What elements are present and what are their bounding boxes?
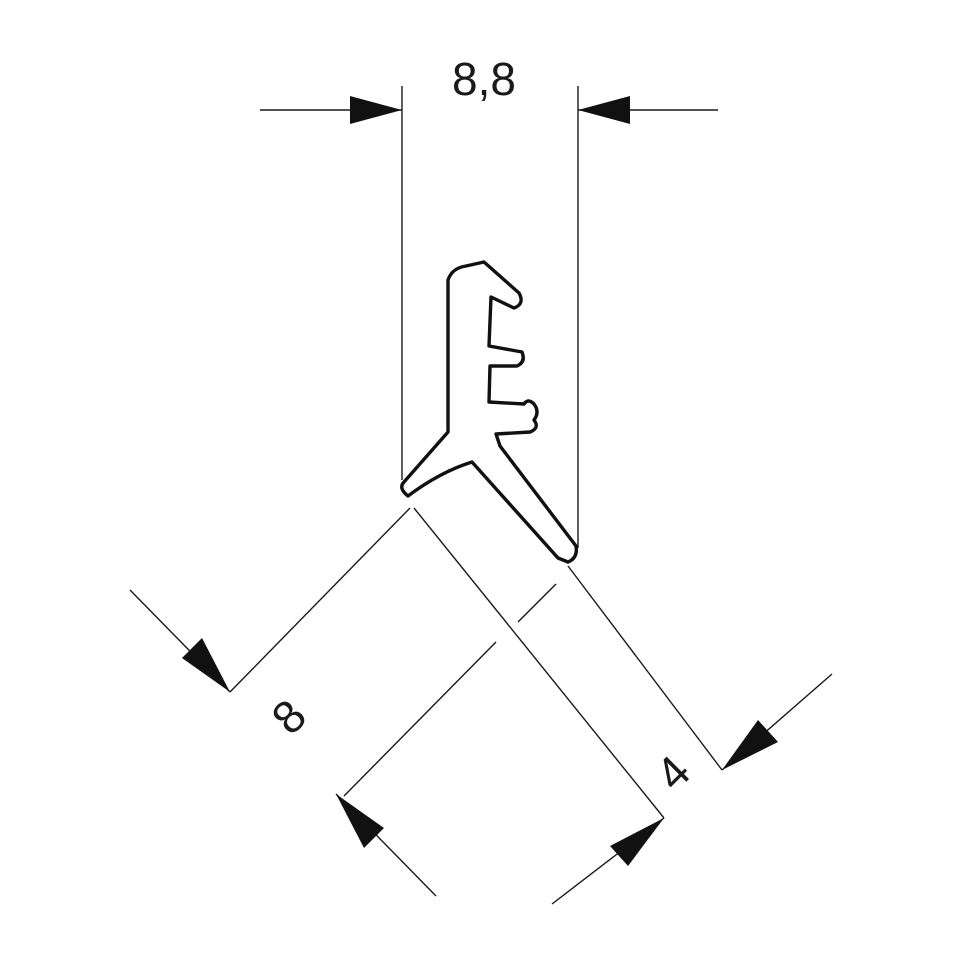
lip-extension-line-short: [517, 583, 557, 623]
lip-arrow-upper-icon: [722, 720, 778, 770]
lip-dimension: 4: [551, 673, 833, 905]
width-dimension-label: 8,8: [452, 53, 516, 105]
depth-extension-line-bottom: [343, 641, 497, 797]
width-dimension: 8,8: [260, 53, 718, 548]
width-arrow-right-icon: [578, 96, 630, 124]
lip-arrow-lower-icon: [610, 818, 664, 866]
lip-dimension-label: 4: [645, 745, 700, 800]
seal-profile: [400, 260, 579, 564]
depth-arrow-lower-icon: [336, 794, 384, 848]
depth-extension-lines: [229, 507, 723, 819]
depth-arrow-upper-icon: [182, 638, 230, 692]
profile-axis-line: [413, 507, 665, 819]
width-arrow-left-icon: [350, 96, 402, 124]
depth-dimension-label: 8: [261, 689, 316, 744]
lip-extension-line-right: [567, 565, 723, 771]
depth-extension-line-top: [229, 507, 411, 693]
depth-dimension: 8: [129, 589, 437, 897]
